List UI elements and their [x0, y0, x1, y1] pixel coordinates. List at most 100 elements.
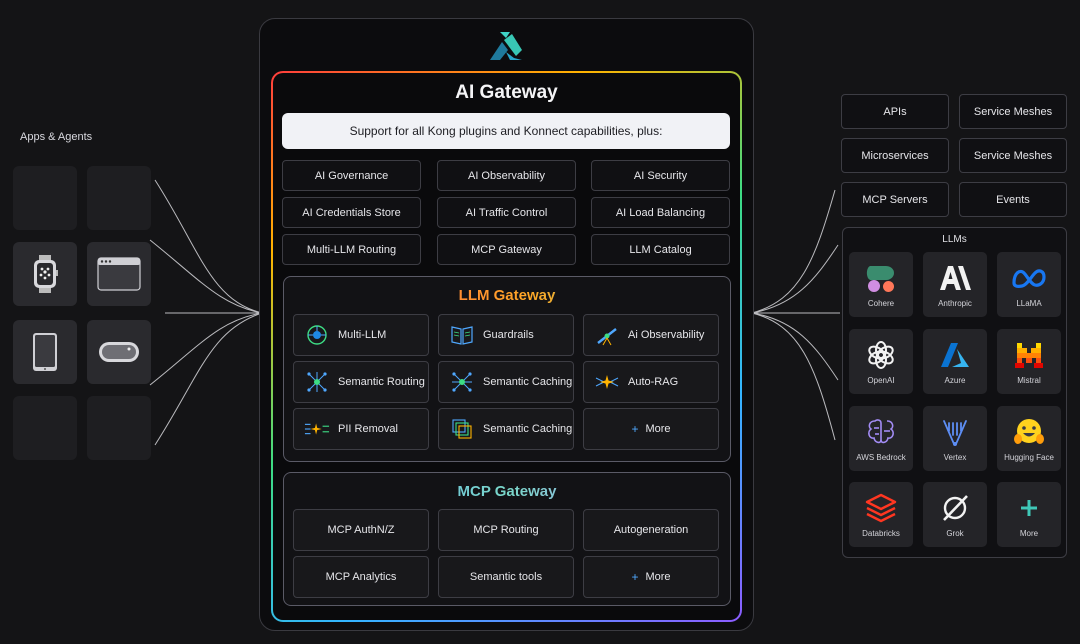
- anthropic-icon: [937, 262, 973, 294]
- apps-agents-label: Apps & Agents: [20, 131, 93, 143]
- hugging-face-icon: [1011, 416, 1047, 448]
- feature-semantic-caching[interactable]: Semantic Caching: [438, 361, 574, 403]
- llm-name: Hugging Face: [1004, 453, 1054, 462]
- support-banner: Support for all Kong plugins and Konnect…: [282, 113, 730, 149]
- capability-multi-llm-routing[interactable]: Multi-LLM Routing: [282, 234, 421, 265]
- ai-gateway-title: AI Gateway: [455, 82, 558, 103]
- grok-icon: [937, 492, 973, 524]
- redact-icon: [304, 416, 330, 442]
- llm-gateway-title: LLM Gateway: [283, 287, 731, 304]
- databricks-icon: [863, 492, 899, 524]
- capability-ai-governance[interactable]: AI Governance: [282, 160, 421, 191]
- llm-aws-bedrock[interactable]: AWS Bedrock: [849, 406, 913, 471]
- feature-label: Guardrails: [483, 329, 534, 341]
- plus-icon: +: [631, 570, 639, 584]
- llm-azure[interactable]: Azure: [923, 329, 987, 394]
- feature-mcp-authnz[interactable]: MCP AuthN/Z: [293, 509, 429, 551]
- capability-ai-security[interactable]: AI Security: [591, 160, 730, 191]
- vr-headset-icon: [87, 320, 151, 384]
- book-icon: [449, 322, 475, 348]
- feature-label: PII Removal: [338, 423, 398, 435]
- llm-name: LLaMA: [1016, 299, 1042, 308]
- app-tile-empty: [13, 166, 77, 230]
- feature-semantic-caching-2[interactable]: Semantic Caching: [438, 408, 574, 450]
- llm-more-button[interactable]: + More: [583, 408, 719, 450]
- llm-name: Cohere: [867, 299, 895, 308]
- smartphone-icon: [13, 320, 77, 384]
- llm-more-button[interactable]: More: [997, 482, 1061, 547]
- feature-label: Auto-RAG: [628, 376, 679, 388]
- llm-databricks[interactable]: Databricks: [849, 482, 913, 547]
- llm-name: Grok: [946, 529, 964, 538]
- network-icon: [449, 369, 475, 395]
- openai-icon: [863, 339, 899, 371]
- feature-auto-rag[interactable]: Auto-RAG: [583, 361, 719, 403]
- llm-hugging-face[interactable]: Hugging Face: [997, 406, 1061, 471]
- telescope-icon: [594, 322, 620, 348]
- capability-ai-observability[interactable]: AI Observability: [437, 160, 576, 191]
- chip-icon: [304, 322, 330, 348]
- kong-logo-icon: [486, 30, 526, 64]
- layers-icon: [449, 416, 475, 442]
- mistral-icon: [1011, 339, 1047, 371]
- service-apis[interactable]: APIs: [841, 94, 949, 129]
- feature-label: Semantic Caching: [483, 376, 573, 388]
- llm-name: OpenAI: [867, 376, 895, 385]
- mcp-gateway-title: MCP Gateway: [283, 483, 731, 500]
- browser-window-icon: [87, 242, 151, 306]
- sparkle-icon: [594, 369, 620, 395]
- service-microservices[interactable]: Microservices: [841, 138, 949, 173]
- app-tile-empty: [87, 396, 151, 460]
- llm-name: More: [1019, 529, 1039, 538]
- llm-grok[interactable]: Grok: [923, 482, 987, 547]
- feature-label: Multi-LLM: [338, 329, 387, 341]
- llm-llama[interactable]: LLaMA: [997, 252, 1061, 317]
- feature-ai-observability[interactable]: Ai Observability: [583, 314, 719, 356]
- feature-guardrails[interactable]: Guardrails: [438, 314, 574, 356]
- network-icon: [304, 369, 330, 395]
- feature-label: Semantic Caching: [483, 423, 573, 435]
- plus-icon: +: [631, 422, 639, 436]
- capability-ai-traffic-control[interactable]: AI Traffic Control: [437, 197, 576, 228]
- llm-name: Databricks: [862, 529, 900, 538]
- llm-name: Azure: [944, 376, 966, 385]
- llm-name: Anthropic: [938, 299, 972, 308]
- cohere-icon: [863, 262, 899, 294]
- llm-anthropic[interactable]: Anthropic: [923, 252, 987, 317]
- llm-cohere[interactable]: Cohere: [849, 252, 913, 317]
- llm-openai[interactable]: OpenAI: [849, 329, 913, 394]
- app-tile-empty: [13, 396, 77, 460]
- app-tile-empty: [87, 166, 151, 230]
- service-service-meshes-2[interactable]: Service Meshes: [959, 138, 1067, 173]
- mcp-more-button[interactable]: + More: [583, 556, 719, 598]
- vertex-icon: [937, 416, 973, 448]
- capability-ai-load-balancing[interactable]: AI Load Balancing: [591, 197, 730, 228]
- llms-title: LLMs: [942, 234, 967, 245]
- feature-semantic-routing[interactable]: Semantic Routing: [293, 361, 429, 403]
- service-mcp-servers[interactable]: MCP Servers: [841, 182, 949, 217]
- feature-multi-llm[interactable]: Multi-LLM: [293, 314, 429, 356]
- feature-mcp-routing[interactable]: MCP Routing: [438, 509, 574, 551]
- feature-label: Semantic Routing: [338, 376, 425, 388]
- llm-name: Vertex: [943, 453, 967, 462]
- feature-semantic-tools[interactable]: Semantic tools: [438, 556, 574, 598]
- azure-icon: [937, 339, 973, 371]
- feature-pii-removal[interactable]: PII Removal: [293, 408, 429, 450]
- capability-ai-credentials-store[interactable]: AI Credentials Store: [282, 197, 421, 228]
- more-label: More: [645, 423, 671, 435]
- llm-vertex[interactable]: Vertex: [923, 406, 987, 471]
- meta-icon: [1011, 262, 1047, 294]
- smartwatch-icon: [13, 242, 77, 306]
- feature-autogeneration[interactable]: Autogeneration: [583, 509, 719, 551]
- capability-llm-catalog[interactable]: LLM Catalog: [591, 234, 730, 265]
- feature-mcp-analytics[interactable]: MCP Analytics: [293, 556, 429, 598]
- capability-mcp-gateway[interactable]: MCP Gateway: [437, 234, 576, 265]
- bedrock-icon: [863, 416, 899, 448]
- service-events[interactable]: Events: [959, 182, 1067, 217]
- feature-label: Ai Observability: [628, 329, 705, 341]
- service-service-meshes[interactable]: Service Meshes: [959, 94, 1067, 129]
- llm-mistral[interactable]: Mistral: [997, 329, 1061, 394]
- llm-name: AWS Bedrock: [856, 453, 906, 462]
- plus-icon: [1011, 492, 1047, 524]
- llm-name: Mistral: [1017, 376, 1041, 385]
